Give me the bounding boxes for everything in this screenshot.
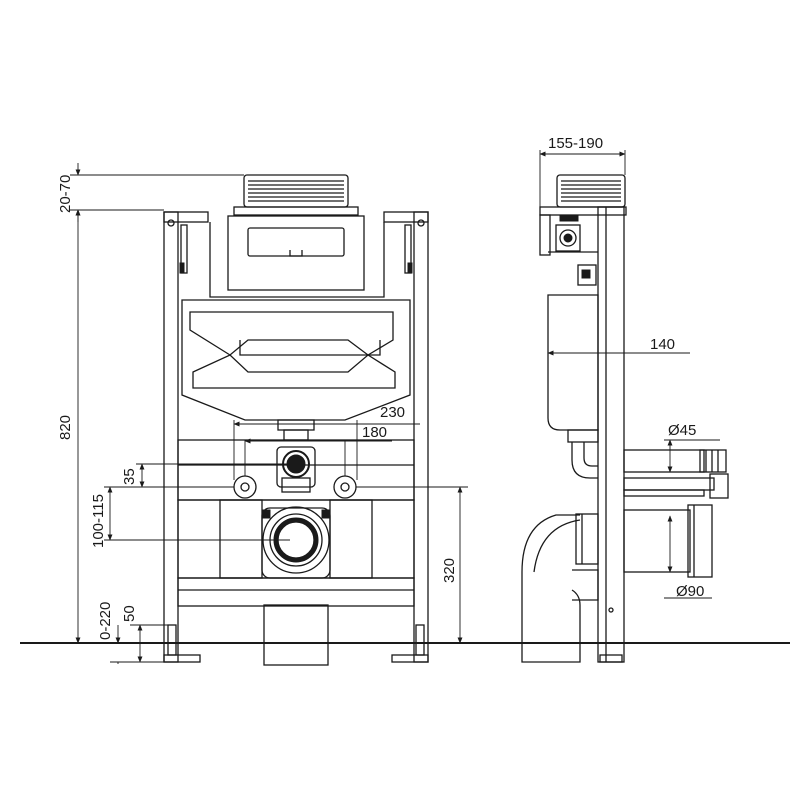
dim-outlet-diameter: Ø90 <box>676 583 704 600</box>
dim-foot-min: 50 <box>121 605 138 622</box>
front-view: 20-70 820 35 100-115 0-220 50 320 230 <box>57 163 468 666</box>
dim-frame-height: 820 <box>57 415 74 440</box>
dim-bolt-outer: 230 <box>380 404 405 421</box>
side-frame-post <box>597 206 625 663</box>
dim-frame-depth: 140 <box>650 336 675 353</box>
dim-outlet-height: 100-115 <box>90 494 107 548</box>
side-outlet-pipe <box>521 504 713 663</box>
dim-bolt-inner: 180 <box>362 424 387 441</box>
side-brackets <box>539 214 598 286</box>
dim-foot-adjust: 0-220 <box>97 602 114 640</box>
side-cistern <box>547 294 599 443</box>
side-inlet-pipe <box>571 442 729 499</box>
dim-flange-offset: 35 <box>121 468 138 485</box>
left-frame-post <box>163 211 209 663</box>
dim-drain-height: 320 <box>441 558 458 583</box>
flush-button-housing <box>233 174 359 216</box>
side-view: 155-190 140 Ø45 Ø90 <box>521 135 729 663</box>
cistern-body <box>181 215 411 441</box>
dim-flush-offset: 20-70 <box>57 175 74 213</box>
right-frame-post <box>383 211 429 663</box>
outlet-connector <box>261 506 331 579</box>
mounting-plate <box>177 439 415 501</box>
dim-wall-depth: 155-190 <box>548 135 603 152</box>
dim-inlet-diameter: Ø45 <box>668 422 696 439</box>
side-flush-housing <box>539 174 627 216</box>
